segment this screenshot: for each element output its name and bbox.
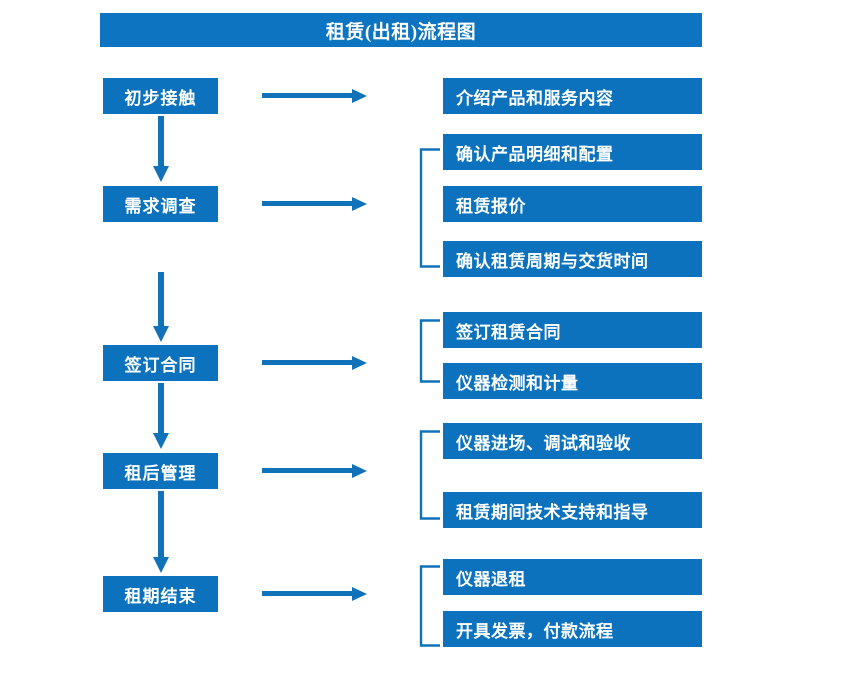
detail-box-2[interactable]: 确认产品明细和配置: [443, 134, 702, 170]
vertical-arrow-4: [150, 491, 172, 575]
stage-box-3[interactable]: 签订合同: [103, 345, 218, 381]
bracket-group-3: [419, 319, 441, 383]
vertical-arrow-1: [150, 116, 172, 184]
horizontal-arrow-4: [262, 462, 368, 480]
horizontal-arrow-1: [262, 87, 368, 105]
detail-box-6[interactable]: 仪器检测和计量: [443, 363, 702, 399]
stage-box-5[interactable]: 租期结束: [103, 576, 218, 612]
detail-box-1[interactable]: 介绍产品和服务内容: [443, 78, 702, 114]
bracket-group-5: [419, 565, 441, 647]
bracket-group-2: [419, 148, 441, 268]
stage-box-2[interactable]: 需求调查: [103, 186, 218, 222]
stage-box-1[interactable]: 初步接触: [103, 78, 218, 114]
bracket-group-4: [419, 430, 441, 520]
vertical-arrow-2: [150, 272, 172, 344]
detail-box-10[interactable]: 开具发票，付款流程: [443, 611, 702, 647]
detail-box-3[interactable]: 租赁报价: [443, 186, 702, 222]
horizontal-arrow-5: [262, 585, 368, 603]
flowchart-title: 租赁(出租)流程图: [100, 13, 702, 47]
detail-box-8[interactable]: 租赁期间技术支持和指导: [443, 492, 702, 528]
detail-box-7[interactable]: 仪器进场、调试和验收: [443, 423, 702, 459]
horizontal-arrow-2: [262, 195, 368, 213]
detail-box-9[interactable]: 仪器退租: [443, 559, 702, 595]
stage-box-4[interactable]: 租后管理: [103, 453, 218, 489]
detail-box-5[interactable]: 签订租赁合同: [443, 312, 702, 348]
detail-box-4[interactable]: 确认租赁周期与交货时间: [443, 241, 702, 277]
horizontal-arrow-3: [262, 354, 368, 372]
vertical-arrow-3: [150, 383, 172, 451]
